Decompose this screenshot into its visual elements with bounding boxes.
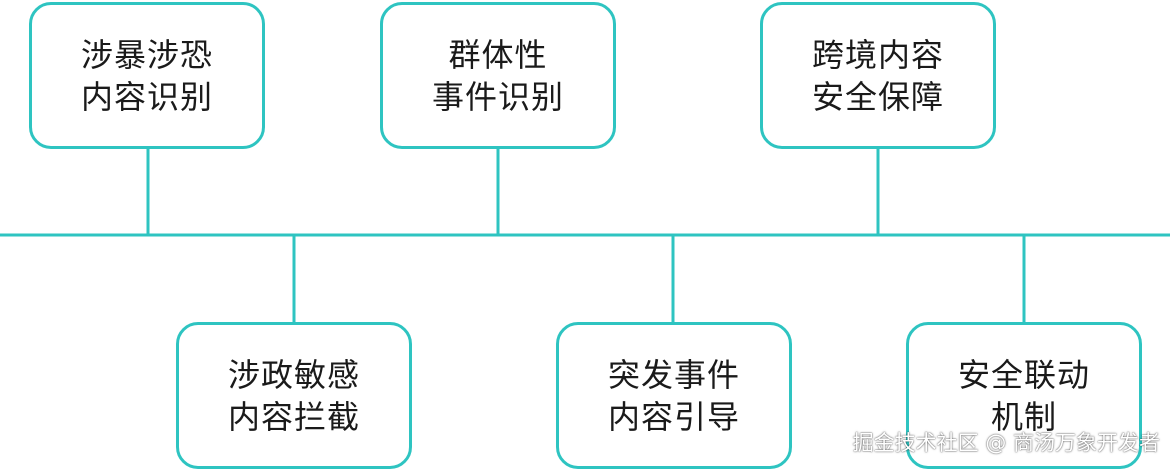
node-label-line2: 内容识别 bbox=[80, 77, 213, 116]
node-label-line1: 群体性 bbox=[448, 35, 548, 74]
node-label-line2: 安全保障 bbox=[811, 77, 944, 116]
node-label-line1: 跨境内容 bbox=[811, 35, 944, 74]
node-violent-terror-content-recognition: 涉暴涉恐 内容识别 bbox=[29, 2, 265, 149]
node-label-line2: 内容引导 bbox=[607, 397, 740, 436]
node-label-line1: 突发事件 bbox=[607, 355, 740, 394]
node-label-line1: 安全联动 bbox=[957, 355, 1090, 394]
node-label-line1: 涉暴涉恐 bbox=[80, 35, 213, 74]
node-emergency-content-guidance: 突发事件 内容引导 bbox=[556, 322, 792, 469]
node-security-linkage-mechanism: 安全联动 机制 bbox=[906, 322, 1142, 469]
node-label-line2: 机制 bbox=[990, 397, 1057, 436]
watermark-text: 掘金技术社区 @ 商汤万象开发者 bbox=[852, 431, 1160, 455]
node-label-line1: 涉政敏感 bbox=[227, 355, 360, 394]
node-label-line2: 事件识别 bbox=[431, 77, 564, 116]
node-label-line2: 内容拦截 bbox=[227, 397, 360, 436]
node-cross-border-content-security: 跨境内容 安全保障 bbox=[760, 2, 996, 149]
node-group-event-recognition: 群体性 事件识别 bbox=[380, 2, 616, 149]
node-political-sensitive-content-blocking: 涉政敏感 内容拦截 bbox=[176, 322, 412, 469]
